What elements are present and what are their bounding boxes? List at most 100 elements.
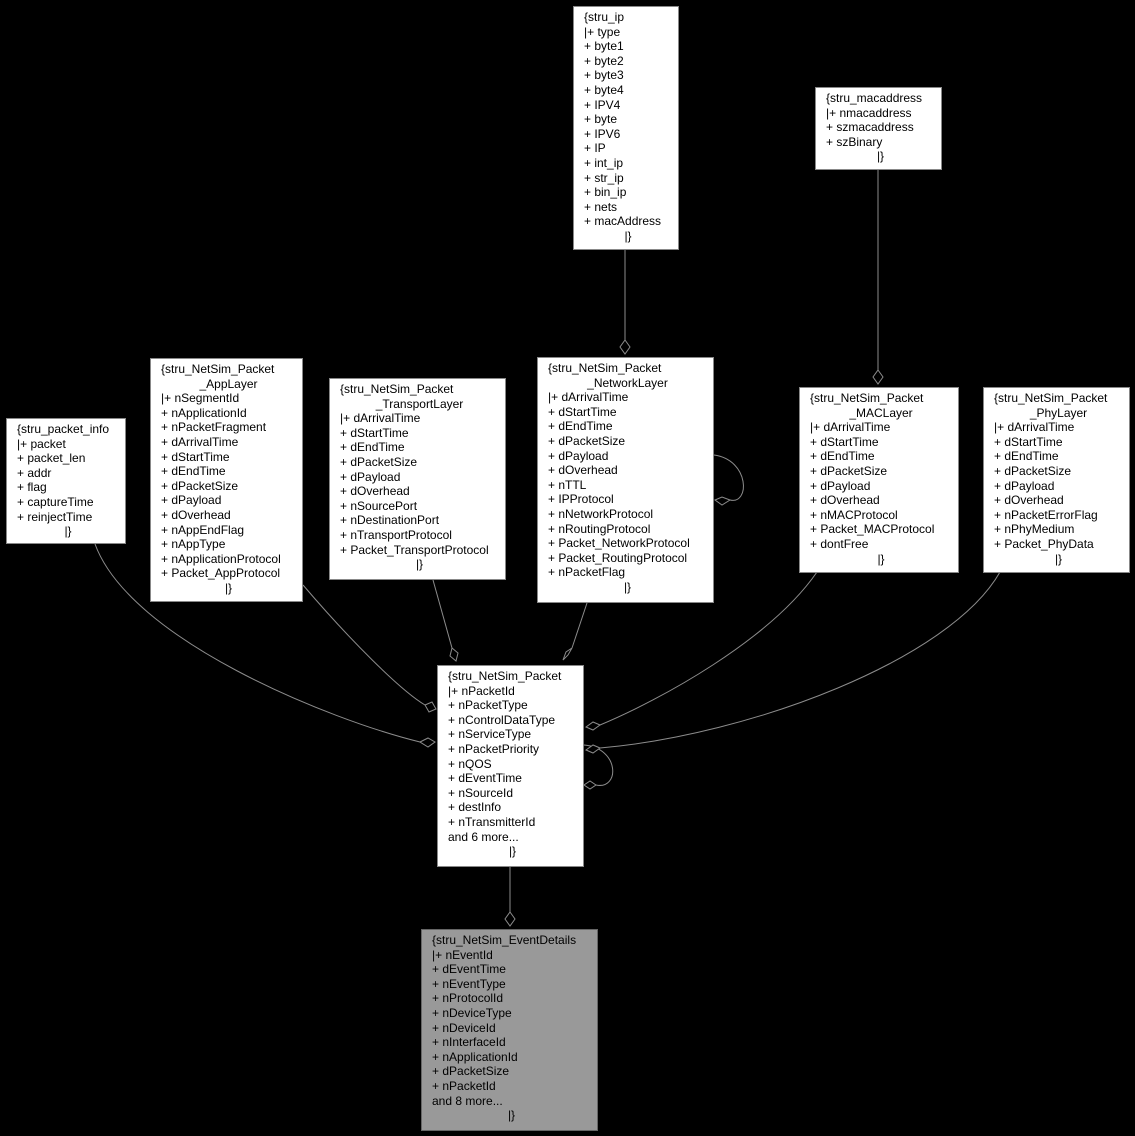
class-member: + nPhyMedium bbox=[994, 522, 1075, 537]
class-member: and 8 more... bbox=[432, 1093, 503, 1108]
class-node-app-layer[interactable]: {stru_NetSim_Packet_AppLayer|+ nSegmentI… bbox=[150, 358, 303, 602]
class-member: |+ dArrivalTime bbox=[994, 420, 1075, 435]
class-member: + nEventType bbox=[432, 976, 506, 991]
class-close: |} bbox=[877, 551, 885, 566]
class-member: + nApplicationId bbox=[432, 1049, 518, 1064]
class-member: + nAppType bbox=[161, 537, 226, 552]
class-close: |} bbox=[623, 579, 632, 594]
class-member: + byte1 bbox=[584, 39, 624, 54]
class-member: + captureTime bbox=[17, 494, 94, 509]
class-member: + Packet_MACProtocol bbox=[810, 522, 935, 537]
class-node-stru-packet-info[interactable]: {stru_packet_info|+ packet+ packet_len+ … bbox=[6, 418, 126, 544]
class-member: + nPacketId bbox=[432, 1078, 496, 1093]
class-member: + dOverhead bbox=[161, 507, 231, 522]
class-member: + dEndTime bbox=[548, 419, 613, 434]
class-member: |+ nPacketId bbox=[448, 683, 515, 698]
class-member: + Packet_PhyData bbox=[994, 536, 1094, 551]
class-node-phy-layer[interactable]: {stru_NetSim_Packet_PhyLayer|+ dArrivalT… bbox=[983, 387, 1130, 573]
class-node-stru-ip[interactable]: {stru_ip|+ type+ byte1+ byte2+ byte3+ by… bbox=[573, 6, 679, 250]
class-member: + reinjectTime bbox=[17, 509, 93, 524]
class-member: + byte bbox=[584, 112, 618, 127]
class-member: |+ dArrivalTime bbox=[340, 411, 421, 426]
class-member: + nApplicationProtocol bbox=[161, 551, 281, 566]
class-member: + dPayload bbox=[340, 469, 401, 484]
aggregation-diamond-icon bbox=[584, 721, 602, 731]
class-member: + nPacketType bbox=[448, 698, 528, 713]
class-member: + nDeviceType bbox=[432, 1005, 512, 1020]
edge-trans-to-packet bbox=[432, 579, 453, 649]
class-member: + dPacketSize bbox=[548, 433, 626, 448]
class-member: + int_ip bbox=[584, 155, 624, 170]
class-member: + dontFree bbox=[810, 536, 869, 551]
edge-phy-to-packet bbox=[599, 571, 1001, 749]
class-member: + dPacketSize bbox=[161, 478, 239, 493]
class-member: + Packet_NetworkProtocol bbox=[548, 536, 690, 551]
class-title: {stru_NetSim_EventDetails bbox=[432, 933, 577, 947]
class-member: and 6 more... bbox=[448, 829, 519, 844]
edge-maclayer-to-packet bbox=[599, 571, 818, 726]
aggregation-diamond-icon bbox=[713, 496, 732, 506]
class-close: |} bbox=[1054, 551, 1063, 566]
class-close: |} bbox=[624, 228, 632, 243]
class-member: + nPacketFlag bbox=[548, 565, 626, 580]
class-member: + dPacketSize bbox=[432, 1064, 510, 1079]
class-member: + szBinary bbox=[826, 134, 883, 149]
class-member: + nRoutingProtocol bbox=[548, 521, 651, 536]
class-node-network-layer[interactable]: {stru_NetSim_Packet_NetworkLayer|+ dArri… bbox=[537, 357, 714, 603]
class-title-continuation: _TransportLayer bbox=[375, 396, 464, 411]
class-title-continuation: _PhyLayer bbox=[1029, 405, 1088, 420]
class-member: + nDeviceId bbox=[432, 1020, 496, 1035]
class-member: + dEndTime bbox=[994, 449, 1059, 464]
class-node-netsim-packet[interactable]: {stru_NetSim_Packet|+ nPacketId+ nPacket… bbox=[437, 665, 584, 867]
class-member: + dStartTime bbox=[810, 434, 879, 449]
class-member: + nTTL bbox=[548, 477, 587, 492]
class-member: + nQOS bbox=[448, 756, 492, 771]
aggregation-diamond-icon bbox=[583, 780, 597, 790]
class-member: + nApplicationId bbox=[161, 405, 247, 420]
class-member: + szmacaddress bbox=[826, 120, 914, 135]
class-member: + nPacketFragment bbox=[161, 420, 267, 435]
class-member: + nServiceType bbox=[448, 727, 532, 742]
class-member: + byte2 bbox=[584, 53, 624, 68]
class-member: + dPayload bbox=[548, 448, 609, 463]
class-member: + bin_ip bbox=[584, 185, 627, 200]
class-title-continuation: _MACLayer bbox=[849, 405, 913, 420]
edge-net-to-packet bbox=[571, 602, 588, 649]
class-member: + addr bbox=[17, 465, 52, 480]
class-member: + dPacketSize bbox=[340, 454, 418, 469]
class-title: {stru_NetSim_Packet bbox=[340, 382, 454, 396]
class-member: + dPayload bbox=[161, 493, 222, 508]
class-member: |+ nmacaddress bbox=[826, 105, 912, 120]
class-member: + dOverhead bbox=[548, 463, 618, 478]
class-member: + nProtocolId bbox=[432, 991, 504, 1006]
class-member: + dPacketSize bbox=[810, 463, 888, 478]
class-member: + dPacketSize bbox=[994, 463, 1072, 478]
aggregation-diamond-icon bbox=[418, 737, 436, 748]
class-member: + nInterfaceId bbox=[432, 1035, 506, 1050]
class-node-transport-layer[interactable]: {stru_NetSim_Packet_TransportLayer|+ dAr… bbox=[329, 378, 506, 580]
class-title: {stru_NetSim_Packet bbox=[161, 362, 275, 376]
class-member: + nDestinationPort bbox=[340, 513, 440, 528]
class-member: + destInfo bbox=[448, 800, 502, 815]
class-node-event-details[interactable]: {stru_NetSim_EventDetails|+ nEventId+ dE… bbox=[421, 929, 598, 1131]
class-title-continuation: _AppLayer bbox=[199, 376, 258, 391]
class-node-mac-layer[interactable]: {stru_NetSim_Packet_MACLayer|+ dArrivalT… bbox=[799, 387, 959, 573]
class-title: {stru_NetSim_Packet bbox=[448, 669, 562, 683]
class-close: |} bbox=[507, 1108, 516, 1123]
class-member: + dOverhead bbox=[810, 493, 880, 508]
class-close: |} bbox=[876, 149, 885, 164]
class-member: + nets bbox=[584, 199, 618, 214]
class-title: {stru_packet_info bbox=[17, 422, 110, 436]
class-member: + nMACProtocol bbox=[810, 507, 898, 522]
class-node-stru-macaddress[interactable]: {stru_macaddress|+ nmacaddress+ szmacadd… bbox=[815, 87, 942, 170]
class-title: {stru_NetSim_Packet bbox=[810, 391, 924, 405]
class-title: {stru_ip bbox=[584, 10, 625, 24]
class-close: |} bbox=[64, 524, 72, 539]
class-member: + flag bbox=[17, 480, 47, 495]
aggregation-diamond-icon bbox=[424, 701, 437, 713]
class-member: + byte4 bbox=[584, 82, 624, 97]
class-member: + nTransportProtocol bbox=[340, 527, 452, 542]
class-member: + nSourceId bbox=[448, 785, 514, 800]
class-member: + nPacketPriority bbox=[448, 741, 540, 756]
class-member: + IPV6 bbox=[584, 126, 621, 141]
